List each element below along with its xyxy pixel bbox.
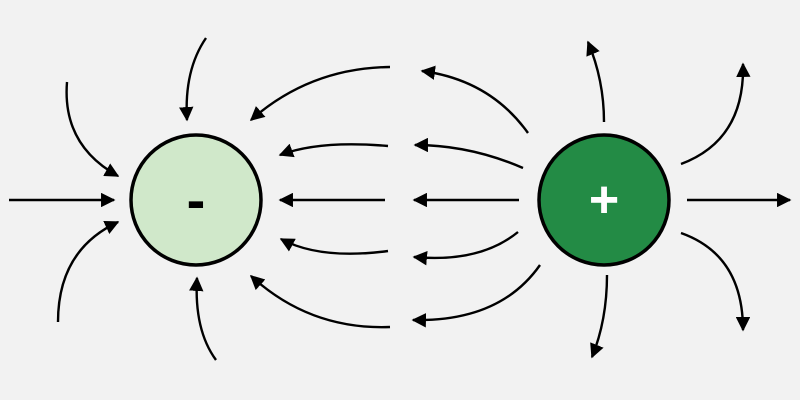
field-line-arrow: [279, 237, 389, 255]
field-line-arrow: [680, 62, 751, 166]
positive-charge: [537, 133, 671, 267]
field-line-arrow: [586, 40, 606, 123]
field-line-arrow: [249, 275, 391, 329]
field-line-arrow: [189, 276, 217, 361]
field-line-arrow: [179, 37, 207, 122]
field-line-arrow: [278, 143, 389, 158]
positive-sign: +: [588, 171, 620, 229]
field-line-arrow: [412, 231, 519, 266]
negative-charge: [129, 133, 263, 267]
field-line-arrow: [411, 264, 541, 328]
field-line-arrow: [56, 220, 120, 323]
field-line-arrow: [249, 65, 391, 121]
field-line-arrow: [680, 231, 751, 332]
negative-sign: -: [186, 168, 206, 231]
field-line-arrow: [65, 81, 120, 178]
field-line-arrow: [413, 137, 524, 170]
field-line-arrow: [420, 65, 529, 134]
field-line-arrow: [590, 274, 609, 359]
